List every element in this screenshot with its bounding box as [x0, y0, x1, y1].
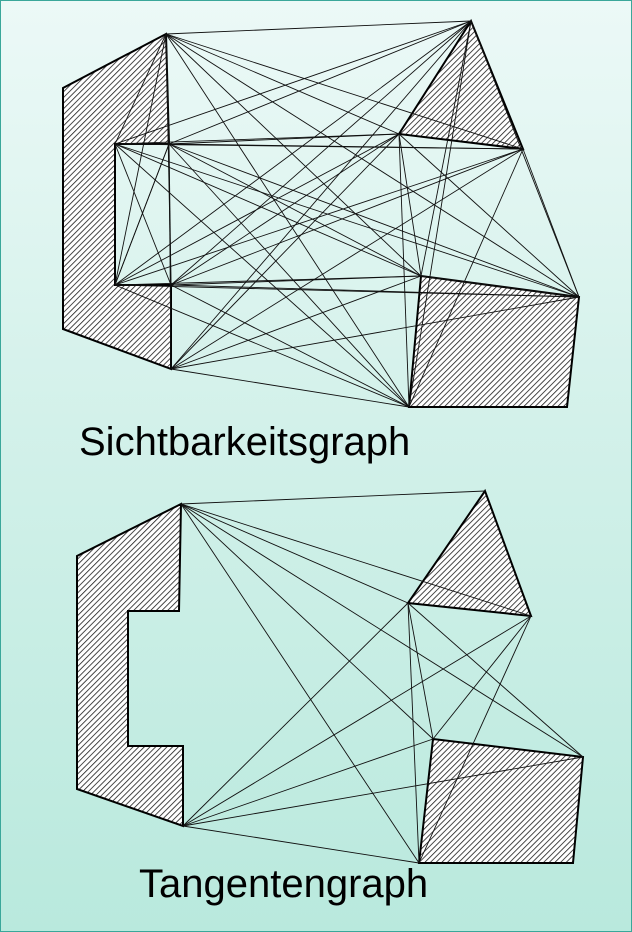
graph-edge	[407, 602, 434, 740]
graph-edge	[180, 503, 420, 864]
graph-edge	[165, 33, 580, 298]
graph-edge	[182, 738, 434, 827]
graph-edge	[182, 602, 409, 827]
graph-edge	[170, 20, 472, 286]
graph-edge	[170, 133, 400, 286]
quad-obstacle	[417, 737, 585, 864]
graph-edge	[398, 133, 580, 298]
graph-edge	[398, 133, 410, 408]
graph-edge	[180, 503, 532, 617]
quad-obstacle	[407, 274, 581, 408]
graph-edge	[114, 143, 580, 298]
triangle-obstacle	[406, 488, 533, 618]
graph-edge	[114, 20, 472, 145]
visibility-graph-caption: Sichtbarkeitsgraph	[79, 420, 411, 464]
graph-edge	[180, 490, 486, 505]
graph-edge	[168, 143, 422, 277]
graph-edge	[114, 33, 167, 145]
graph-edge	[114, 143, 170, 286]
graph-edge	[407, 602, 420, 864]
graph-edge	[170, 296, 580, 370]
graph-edge	[170, 368, 410, 408]
graph-edge	[408, 20, 472, 408]
graph-edge	[170, 275, 422, 370]
graph-edge	[470, 20, 580, 298]
tangent-graph-caption: Tangentengraph	[139, 862, 429, 906]
graph-edge	[408, 148, 524, 408]
graph-edge	[168, 20, 472, 145]
graph-edge	[182, 825, 420, 864]
graph-edge	[418, 615, 532, 864]
graph-edge	[180, 503, 409, 604]
graph-edge	[420, 20, 472, 277]
visibility-graph-diagram	[62, 18, 581, 408]
graph-edge	[170, 20, 472, 370]
tangent-graph-diagram	[76, 488, 585, 864]
graph-edge	[398, 133, 422, 277]
graph-edge	[170, 133, 400, 370]
graph-edge	[180, 503, 434, 740]
c-shaped-obstacle	[76, 502, 184, 828]
graph-edge	[165, 33, 524, 150]
graph-edge	[407, 602, 584, 758]
graph-edge	[165, 33, 422, 277]
graph-edge	[114, 143, 172, 286]
graph-edge	[420, 275, 580, 298]
graph-edge	[168, 143, 172, 370]
graph-edge	[114, 143, 524, 150]
graph-edge	[114, 33, 167, 286]
graph-edge	[114, 143, 422, 277]
graph-edge	[182, 615, 532, 827]
graph-edge	[522, 148, 580, 298]
graph-edge	[165, 20, 472, 35]
graph-edge	[168, 143, 410, 408]
graph-edge	[170, 148, 524, 370]
graph-edge	[114, 20, 472, 286]
graph-edge	[170, 284, 580, 298]
c-shaped-obstacle	[62, 32, 172, 371]
graph-edge	[168, 143, 580, 298]
graph-edge	[182, 756, 584, 827]
graph-edge	[165, 33, 400, 135]
graph-edge	[114, 284, 410, 408]
graph-edge	[432, 615, 532, 740]
graph-edge	[165, 33, 410, 408]
graph-edge	[170, 275, 422, 286]
graph-edge	[170, 284, 410, 408]
graph-edge	[180, 503, 584, 758]
graph-edge	[170, 148, 524, 286]
graph-edge	[114, 133, 400, 145]
